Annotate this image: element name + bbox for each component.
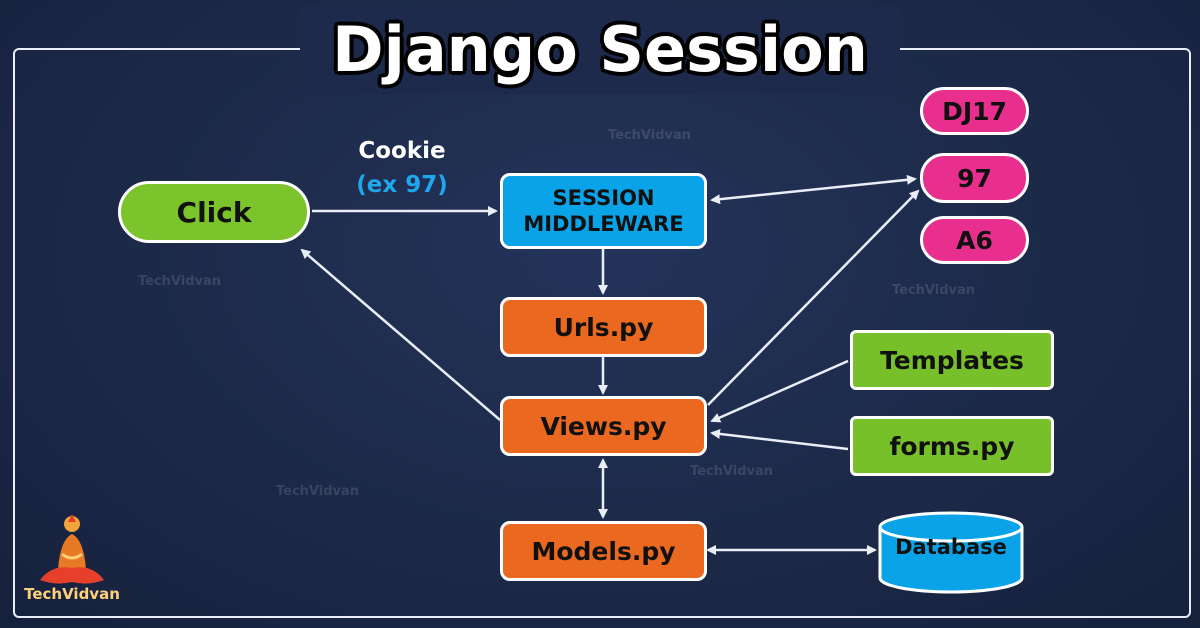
session-id-node: 97 bbox=[920, 153, 1029, 203]
cookie-label: Cookie bbox=[358, 138, 446, 164]
arrow-middleware-session-ids bbox=[710, 174, 917, 205]
meditation-figure-icon bbox=[40, 514, 104, 584]
urls-node: Urls.py bbox=[500, 297, 707, 357]
cookie-example: (ex 97) bbox=[356, 172, 448, 198]
watermark-text: TechVidvan bbox=[138, 274, 222, 289]
page-title: Django Session bbox=[300, 6, 900, 94]
watermark-text: TechVidvan bbox=[690, 464, 774, 479]
templates-node: Templates bbox=[850, 330, 1054, 390]
arrow-templates-to-views bbox=[710, 359, 849, 423]
database-cylinder bbox=[878, 511, 1024, 594]
forms-node: forms.py bbox=[850, 416, 1054, 476]
session-id-node: A6 bbox=[920, 216, 1029, 264]
brand-name: TechVidvan bbox=[24, 585, 120, 603]
session-middleware-label-line1: SESSION bbox=[552, 186, 655, 210]
watermark-text: TechVidvan bbox=[608, 128, 692, 143]
session-middleware-node: SESSION MIDDLEWARE bbox=[500, 173, 707, 249]
arrow-forms-to-views bbox=[710, 428, 849, 451]
session-middleware-label-line2: MIDDLEWARE bbox=[523, 212, 684, 236]
arrow-views-to-click bbox=[300, 248, 501, 421]
click-node: Click bbox=[118, 181, 310, 243]
views-node: Views.py bbox=[500, 396, 707, 456]
watermark-text: TechVidvan bbox=[276, 484, 360, 499]
brand-logo: TechVidvan bbox=[22, 510, 122, 605]
watermark-text: TechVidvan bbox=[892, 283, 976, 298]
session-id-node: DJ17 bbox=[920, 87, 1029, 135]
arrow-views-to-session-ids bbox=[707, 189, 920, 406]
database-label: Database bbox=[895, 535, 1007, 559]
models-node: Models.py bbox=[500, 521, 707, 581]
